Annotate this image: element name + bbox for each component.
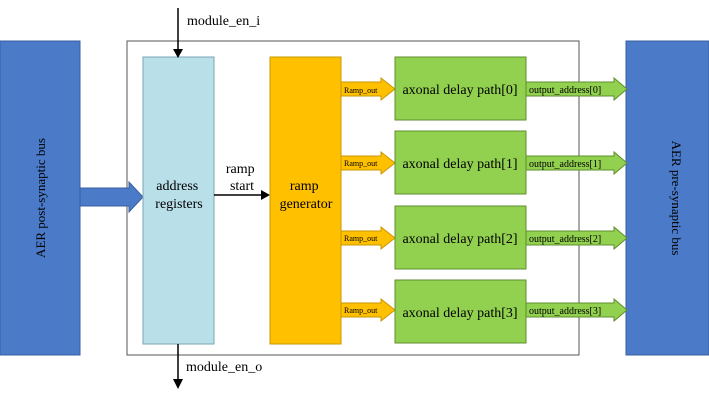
aer-post-synaptic-bus: [0, 40, 81, 356]
axonal-delay-path-label: axonal delay path[2]: [402, 232, 517, 247]
ramp-out-arrow: [340, 150, 396, 176]
output-address-arrow: [525, 297, 628, 323]
axonal-delay-path-block: [394, 279, 527, 344]
axonal-delay-path-block: [394, 56, 527, 121]
output-address-label: output_address[0]: [529, 85, 601, 96]
address-registers-label: address registers: [155, 179, 202, 212]
ramp-out-arrow: [340, 76, 396, 102]
ramp-out-label: Ramp_out: [344, 159, 378, 168]
ramp-generator-block: [269, 56, 342, 345]
axonal-delay-path-block: [394, 205, 527, 270]
delay-path-row: Ramp_out axonal delay path[1] output_add…: [340, 130, 628, 195]
module-en-out-label: module_en_o: [186, 360, 262, 375]
ramp-out-arrow: [340, 225, 396, 251]
output-address-arrow: [525, 76, 628, 102]
output-address-label: output_address[3]: [529, 306, 601, 317]
delay-path-row: Ramp_out axonal delay path[2] output_add…: [340, 205, 628, 270]
axonal-delay-path-label: axonal delay path[0]: [402, 83, 517, 98]
ramp-start-arrowhead: [261, 190, 270, 200]
aer-post-synaptic-bus-label: AER post-synaptic bus: [33, 138, 48, 258]
ramp-out-arrow: [340, 297, 396, 323]
module-en-in-label: module_en_i: [187, 14, 260, 29]
delay-path-row: Ramp_out axonal delay path[0] output_add…: [340, 56, 628, 121]
ramp-out-label: Ramp_out: [344, 306, 378, 315]
bus-input-arrow: [79, 180, 144, 214]
delay-path-row: Ramp_out axonal delay path[3] output_add…: [340, 279, 628, 344]
axonal-delay-path-block: [394, 130, 527, 195]
output-address-label: output_address[1]: [529, 159, 601, 170]
aer-pre-synaptic-bus-label: AER pre-synaptic bus: [669, 141, 684, 256]
axonal-delay-path-label: axonal delay path[3]: [402, 306, 517, 321]
ramp-start-label: ramp start: [226, 162, 258, 194]
axonal-delay-path-label: axonal delay path[1]: [402, 157, 517, 172]
output-address-label: output_address[2]: [529, 234, 601, 245]
aer-pre-synaptic-bus: [625, 40, 709, 356]
ramp-generator-label: ramp generator: [280, 179, 333, 212]
output-address-arrow: [525, 150, 628, 176]
address-registers-block: [142, 56, 215, 345]
ramp-out-label: Ramp_out: [344, 234, 378, 243]
output-address-arrow: [525, 225, 628, 251]
module-en-in-arrowhead: [173, 49, 183, 58]
ramp-out-label: Ramp_out: [344, 86, 378, 95]
module-en-out-arrowhead: [173, 379, 183, 389]
